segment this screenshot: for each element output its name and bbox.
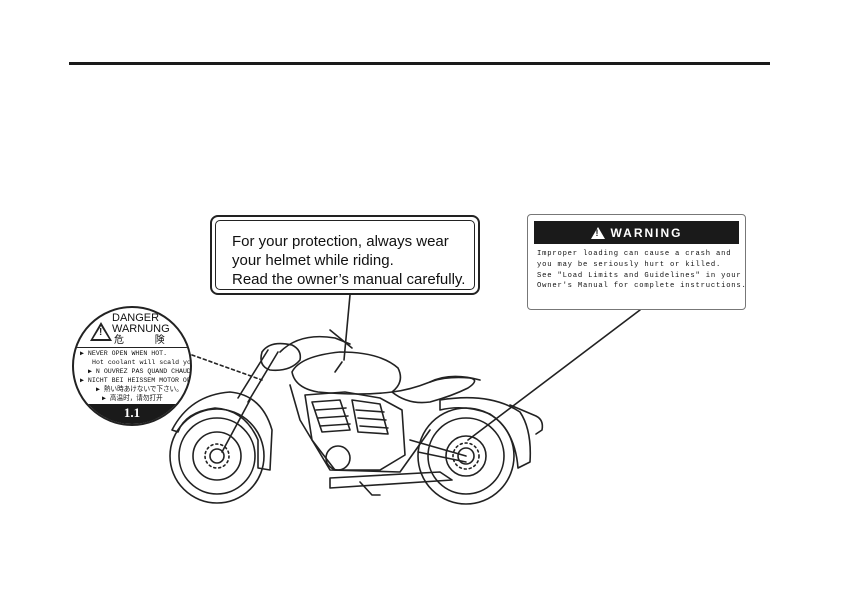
radiator-cap-danger-label: DANGER WARNUNG 危 険 ▶ NEVER OPEN WHEN HOT…: [72, 306, 192, 426]
header-rule: [69, 62, 770, 65]
warning-header-text: WARNING: [610, 225, 683, 240]
danger-line: ▶ 熱い時あけないで下さい。: [96, 386, 183, 393]
exhaust: [329, 471, 453, 489]
fuel-tank: [291, 351, 402, 395]
warning-line: Improper loading can cause a crash and: [537, 250, 732, 258]
swingarm: [409, 439, 467, 463]
tail-light: [509, 404, 544, 435]
danger-line: ▶ 高温时，请勿打开: [102, 395, 163, 402]
loading-warning-label: WARNING Improper loading can cause a cra…: [527, 214, 746, 310]
danger-triangle-icon: [90, 322, 112, 341]
danger-line: Hot coolant will scald you.: [92, 359, 192, 366]
warning-line: Owner's Manual for complete instructions…: [537, 282, 747, 291]
seat: [391, 376, 476, 404]
warning-line: you may be seriously hurt or killed.: [537, 260, 722, 269]
rear-wheel: [417, 407, 515, 505]
danger-title-ja: 危 険: [114, 335, 179, 346]
headlight: [260, 342, 302, 372]
engine: [304, 391, 406, 471]
danger-title-de: WARNUNG: [112, 323, 170, 335]
helmet-label-text: For your protection, always wear your he…: [215, 220, 475, 290]
helmet-label-line: Read the owner’s manual carefully.: [232, 271, 466, 288]
warning-body: Improper loading can cause a crash and y…: [534, 244, 747, 292]
danger-line: ▶ NICHT BEI HEISSEM MOTOR OFFNEN: [80, 377, 191, 384]
cap-pressure-rating: 1.1: [74, 404, 190, 424]
warning-header: WARNING: [534, 221, 739, 244]
frame: [289, 384, 431, 473]
helmet-label-line: your helmet while riding.: [232, 252, 394, 269]
danger-line: ▶ N OUVREZ PAS QUAND CHAUD: [88, 368, 191, 375]
warning-label-leader: [467, 309, 641, 441]
rear-fender: [439, 396, 532, 469]
warning-line: See "Load Limits and Guidelines" in your: [537, 271, 742, 280]
helmet-label-line: For your protection, always wear: [232, 233, 449, 250]
front-forks: [237, 349, 279, 403]
danger-title-en: DANGER: [112, 312, 160, 324]
danger-label-leader: [191, 354, 263, 381]
front-fender: [171, 391, 273, 471]
warning-triangle-icon: [590, 226, 605, 239]
helmet-safety-label: For your protection, always wear your he…: [210, 215, 480, 295]
danger-line: ▶ NEVER OPEN WHEN HOT.: [80, 350, 168, 357]
front-wheel: [169, 408, 265, 504]
danger-divider: [74, 347, 190, 348]
helmet-label-leader: [343, 294, 351, 361]
